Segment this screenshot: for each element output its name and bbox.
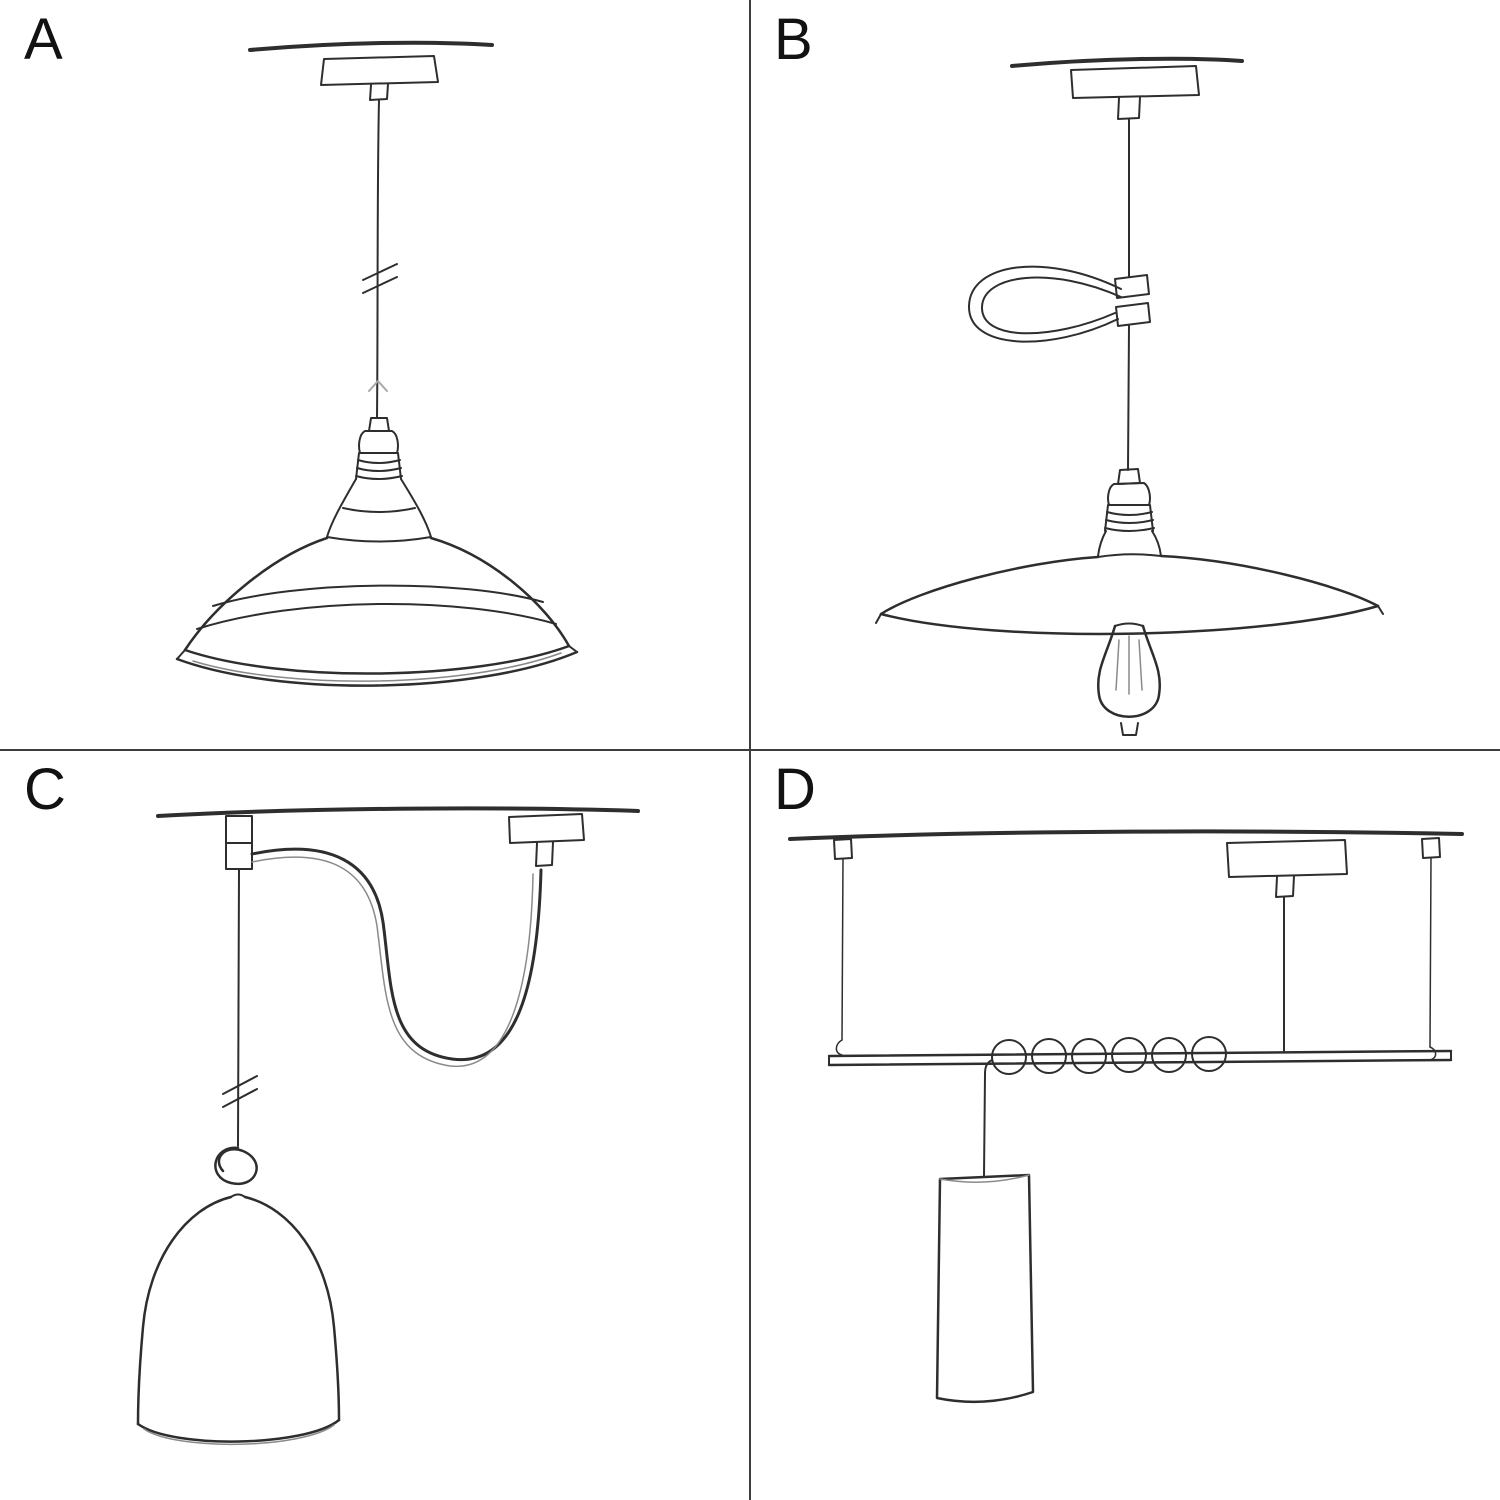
bar-suspension-tube-shade-sketch xyxy=(788,829,1464,1404)
swag-bell-shade-sketch xyxy=(136,806,640,1446)
panel-b-label: B xyxy=(774,7,814,72)
panel-b: B xyxy=(750,0,1500,750)
horizontal-divider xyxy=(0,749,1500,751)
panel-a: A xyxy=(0,0,750,750)
pendant-bistro-shade-sketch xyxy=(175,40,579,687)
panel-c: C xyxy=(0,750,750,1500)
pendant-flat-shade-bulb-sketch xyxy=(875,56,1384,736)
panel-d-label: D xyxy=(774,757,817,822)
panel-d: D xyxy=(750,750,1500,1500)
panel-c-label: C xyxy=(24,757,67,822)
panel-a-label: A xyxy=(24,7,64,72)
